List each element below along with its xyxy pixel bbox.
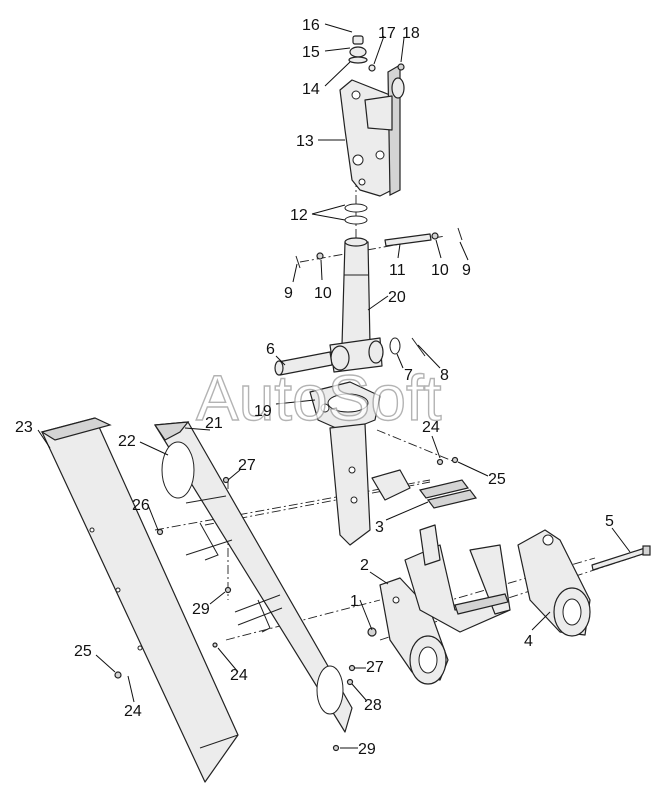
callout-12: 12 <box>290 207 308 224</box>
callout-10b: 10 <box>314 285 332 302</box>
frame-assembly <box>404 524 511 633</box>
callout-22: 22 <box>118 433 136 450</box>
callout-29b: 29 <box>358 741 376 758</box>
callout-17: 17 <box>378 25 396 42</box>
callout-19: 19 <box>254 403 272 420</box>
callout-10a: 10 <box>431 262 449 279</box>
callout-24c: 24 <box>230 667 248 684</box>
part-20-column <box>329 237 384 373</box>
part-21-arm-plate <box>153 421 353 733</box>
callout-15: 15 <box>302 44 320 61</box>
callout-13: 13 <box>296 133 314 150</box>
callout-3: 3 <box>375 519 384 536</box>
callout-21: 21 <box>205 415 223 432</box>
part-2-bracket <box>367 577 449 685</box>
callout-9b: 9 <box>284 285 293 302</box>
callout-5: 5 <box>605 513 614 530</box>
callout-11: 11 <box>389 262 406 279</box>
leader-lines <box>37 23 631 749</box>
callout-26: 26 <box>132 497 150 514</box>
callout-numbers: 16 15 14 17 18 13 12 11 10 9 10 9 20 6 7… <box>15 17 614 758</box>
center-mount-plate <box>329 423 478 546</box>
parts-14-18-hardware <box>348 35 405 72</box>
callout-24a: 24 <box>422 419 440 436</box>
callout-24b: 24 <box>124 703 142 720</box>
callout-14: 14 <box>302 81 320 98</box>
callout-29a: 29 <box>192 601 210 618</box>
callout-1: 1 <box>350 593 359 610</box>
callout-25a: 25 <box>488 471 506 488</box>
callout-18: 18 <box>402 25 420 42</box>
callout-8: 8 <box>440 367 449 384</box>
part-19-yoke <box>309 381 381 433</box>
callout-27a: 27 <box>238 457 256 474</box>
callout-28: 28 <box>364 697 382 714</box>
callout-9a: 9 <box>462 262 471 279</box>
part-23-cover-panel <box>40 417 239 783</box>
part-5-bolt <box>591 545 651 571</box>
callout-27b: 27 <box>366 659 384 676</box>
callout-7: 7 <box>404 367 413 384</box>
watermark-text: AutoSoft <box>196 362 442 434</box>
callout-2: 2 <box>360 557 369 574</box>
parts-6-7-8 <box>274 337 426 376</box>
callout-6: 6 <box>266 341 275 358</box>
part-4-bracket <box>517 529 591 637</box>
callout-25b: 25 <box>74 643 92 660</box>
callout-20: 20 <box>388 289 406 306</box>
part-13-upper-bracket <box>339 63 405 197</box>
callout-16: 16 <box>302 17 320 34</box>
parts-9-10-11-pins <box>295 227 463 269</box>
part-12-rings <box>344 203 368 225</box>
callout-4: 4 <box>524 633 533 650</box>
callout-23: 23 <box>15 419 33 436</box>
